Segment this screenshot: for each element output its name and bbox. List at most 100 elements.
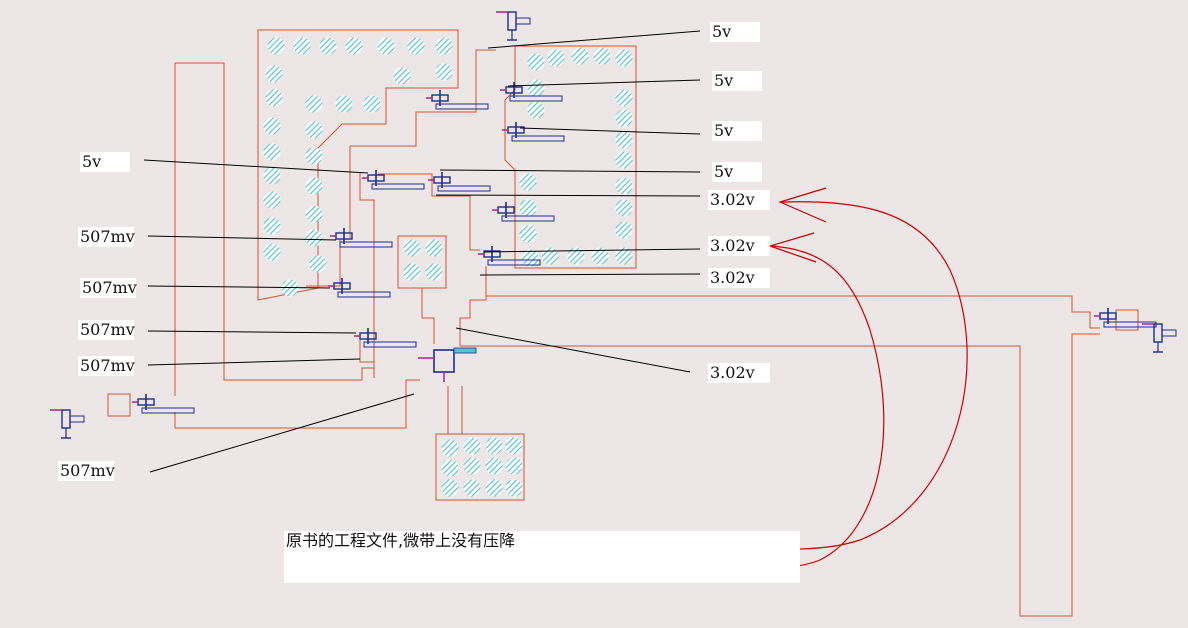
via-48	[521, 249, 539, 267]
leader-5v-4	[439, 169, 701, 173]
component-15	[132, 394, 195, 414]
via-52	[425, 263, 443, 281]
via-26	[305, 229, 323, 247]
via-23	[305, 147, 323, 165]
via-25	[305, 205, 323, 223]
via-7	[393, 67, 411, 85]
via-30	[593, 47, 611, 65]
component-7	[478, 246, 541, 266]
via-14	[263, 117, 281, 135]
component-10	[354, 328, 417, 348]
via-28	[547, 49, 565, 67]
label-mv-3: 507mv	[78, 320, 135, 340]
annotation-arrows	[589, 187, 968, 569]
network-trace-2	[306, 146, 351, 287]
annotation-note: 原书的工程文件,微带上没有压降	[284, 531, 800, 583]
via-38	[615, 177, 633, 195]
via-5	[407, 37, 425, 55]
via-55	[485, 437, 503, 455]
via-10	[265, 89, 283, 107]
label-5v-second: 5v	[712, 71, 762, 91]
arrow-head-inner	[768, 232, 817, 263]
via-17	[263, 191, 281, 209]
leader-mv-3	[147, 330, 357, 334]
via-54	[463, 437, 481, 455]
label-5v-fourth: 5v	[712, 162, 762, 182]
via-27	[527, 53, 545, 71]
label-3v-first: 3.02v	[708, 190, 770, 210]
via-59	[485, 457, 503, 475]
via-50	[425, 239, 443, 257]
network-trace-4	[459, 266, 487, 346]
label-3v-third: 3.02v	[708, 268, 770, 288]
label-5v-top: 5v	[710, 22, 760, 42]
via-22	[305, 121, 323, 139]
via-32	[527, 79, 545, 97]
leader-3v-3	[479, 273, 701, 276]
via-24	[305, 177, 323, 195]
component-8	[330, 228, 393, 248]
via-0	[267, 37, 285, 55]
via-34	[527, 101, 545, 119]
via-array	[263, 37, 633, 497]
via-58	[463, 457, 481, 475]
component-4	[362, 170, 425, 190]
left-port-trace	[359, 340, 375, 378]
via-15	[263, 143, 281, 161]
component-5	[428, 172, 491, 192]
component-14	[50, 409, 85, 439]
leader-3v-4	[455, 327, 691, 373]
leader-5v-1	[487, 30, 701, 49]
via-2	[319, 37, 337, 55]
via-6	[435, 37, 453, 55]
right-port-box	[1115, 309, 1139, 331]
via-64	[505, 479, 523, 497]
via-36	[615, 131, 633, 149]
via-62	[463, 479, 481, 497]
leader-5v-2	[507, 79, 701, 87]
via-40	[615, 221, 633, 239]
via-31	[615, 49, 633, 67]
leader-3v-2	[483, 248, 701, 253]
component-13	[1142, 323, 1177, 353]
label-mv-5: 507mv	[58, 461, 115, 481]
via-44	[541, 247, 559, 265]
label-3v-second: 3.02v	[708, 236, 770, 256]
via-35	[615, 109, 633, 127]
via-61	[441, 479, 459, 497]
via-9	[265, 65, 283, 83]
label-3v-fourth: 3.02v	[708, 363, 770, 383]
network-trace-1	[350, 49, 496, 147]
via-29	[571, 47, 589, 65]
leader-mv-5	[149, 393, 415, 473]
leader-5v-3	[519, 127, 701, 135]
via-3	[345, 37, 363, 55]
leader-left-5v	[143, 159, 369, 174]
via-18	[263, 217, 281, 235]
via-13	[363, 95, 381, 113]
outer-feed-trace	[175, 62, 375, 381]
component-3	[502, 122, 565, 142]
label-mv-1: 507mv	[78, 227, 135, 247]
via-1	[293, 37, 311, 55]
label-mv-2: 507mv	[80, 278, 137, 298]
long-rf-trace	[486, 295, 1100, 329]
via-20	[309, 255, 327, 273]
via-46	[591, 247, 609, 265]
label-5v-third: 5v	[712, 121, 762, 141]
via-33	[615, 89, 633, 107]
leader-lines	[143, 30, 701, 473]
via-39	[615, 199, 633, 217]
leader-3v-1	[435, 194, 701, 197]
left-feed-trace	[107, 393, 131, 417]
board-outlines	[107, 29, 1139, 617]
via-49	[403, 239, 421, 257]
leader-mv-1	[147, 235, 337, 241]
component-11	[418, 347, 477, 382]
bottom-stub	[447, 386, 463, 434]
ground-pour-top-left	[257, 29, 459, 301]
via-8	[435, 63, 453, 81]
via-63	[485, 479, 503, 497]
left-bottom-trace	[174, 63, 420, 429]
network-trace-5	[421, 288, 435, 344]
